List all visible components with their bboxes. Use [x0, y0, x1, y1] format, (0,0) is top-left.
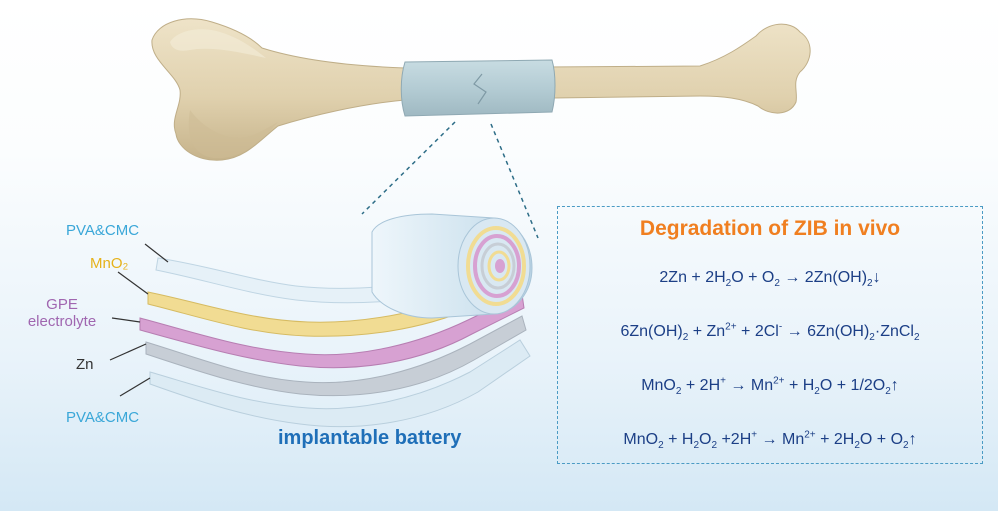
leader-pva-bottom	[119, 377, 151, 397]
label-pva-bottom-text: PVA&CMC	[66, 409, 140, 426]
label-mno2: MnO₂	[90, 255, 128, 272]
leader-zn	[109, 343, 147, 361]
rolled-battery-illustration	[139, 213, 533, 428]
label-pva-top: PVA&CMC	[66, 222, 139, 239]
leader-gpe	[111, 317, 141, 323]
label-mno2-text: MnO₂	[90, 255, 129, 272]
label-zn: Zn	[76, 356, 94, 373]
equation-3: MnO2 + 2H+ → Mn2+ + H2O + 1/2O2↑	[641, 375, 899, 398]
battery-title: implantable battery	[278, 427, 462, 449]
equation-1: 2Zn + 2H2O + O2 → 2Zn(OH)2↓	[659, 269, 881, 290]
degradation-panel: Degradation of ZIB in vivo 2Zn + 2H2O + …	[557, 206, 983, 464]
label-pva-top-text: PVA&CMC	[66, 222, 140, 239]
implant-sleeve	[400, 59, 556, 117]
label-zn-text: Zn	[76, 356, 94, 373]
equation-4: MnO2 + H2O2 +2H+ → Mn2+ + 2H2O + O2↑	[623, 429, 917, 452]
equation-2: 6Zn(OH)2 + Zn2+ + 2Cl- → 6Zn(OH)2·ZnCl2	[620, 321, 920, 344]
panel-title: Degradation of ZIB in vivo	[639, 217, 901, 240]
zoom-line-left	[361, 121, 456, 215]
label-pva-bottom: PVA&CMC	[66, 409, 139, 426]
leader-mno2	[117, 271, 149, 295]
leader-pva-top	[144, 243, 169, 263]
